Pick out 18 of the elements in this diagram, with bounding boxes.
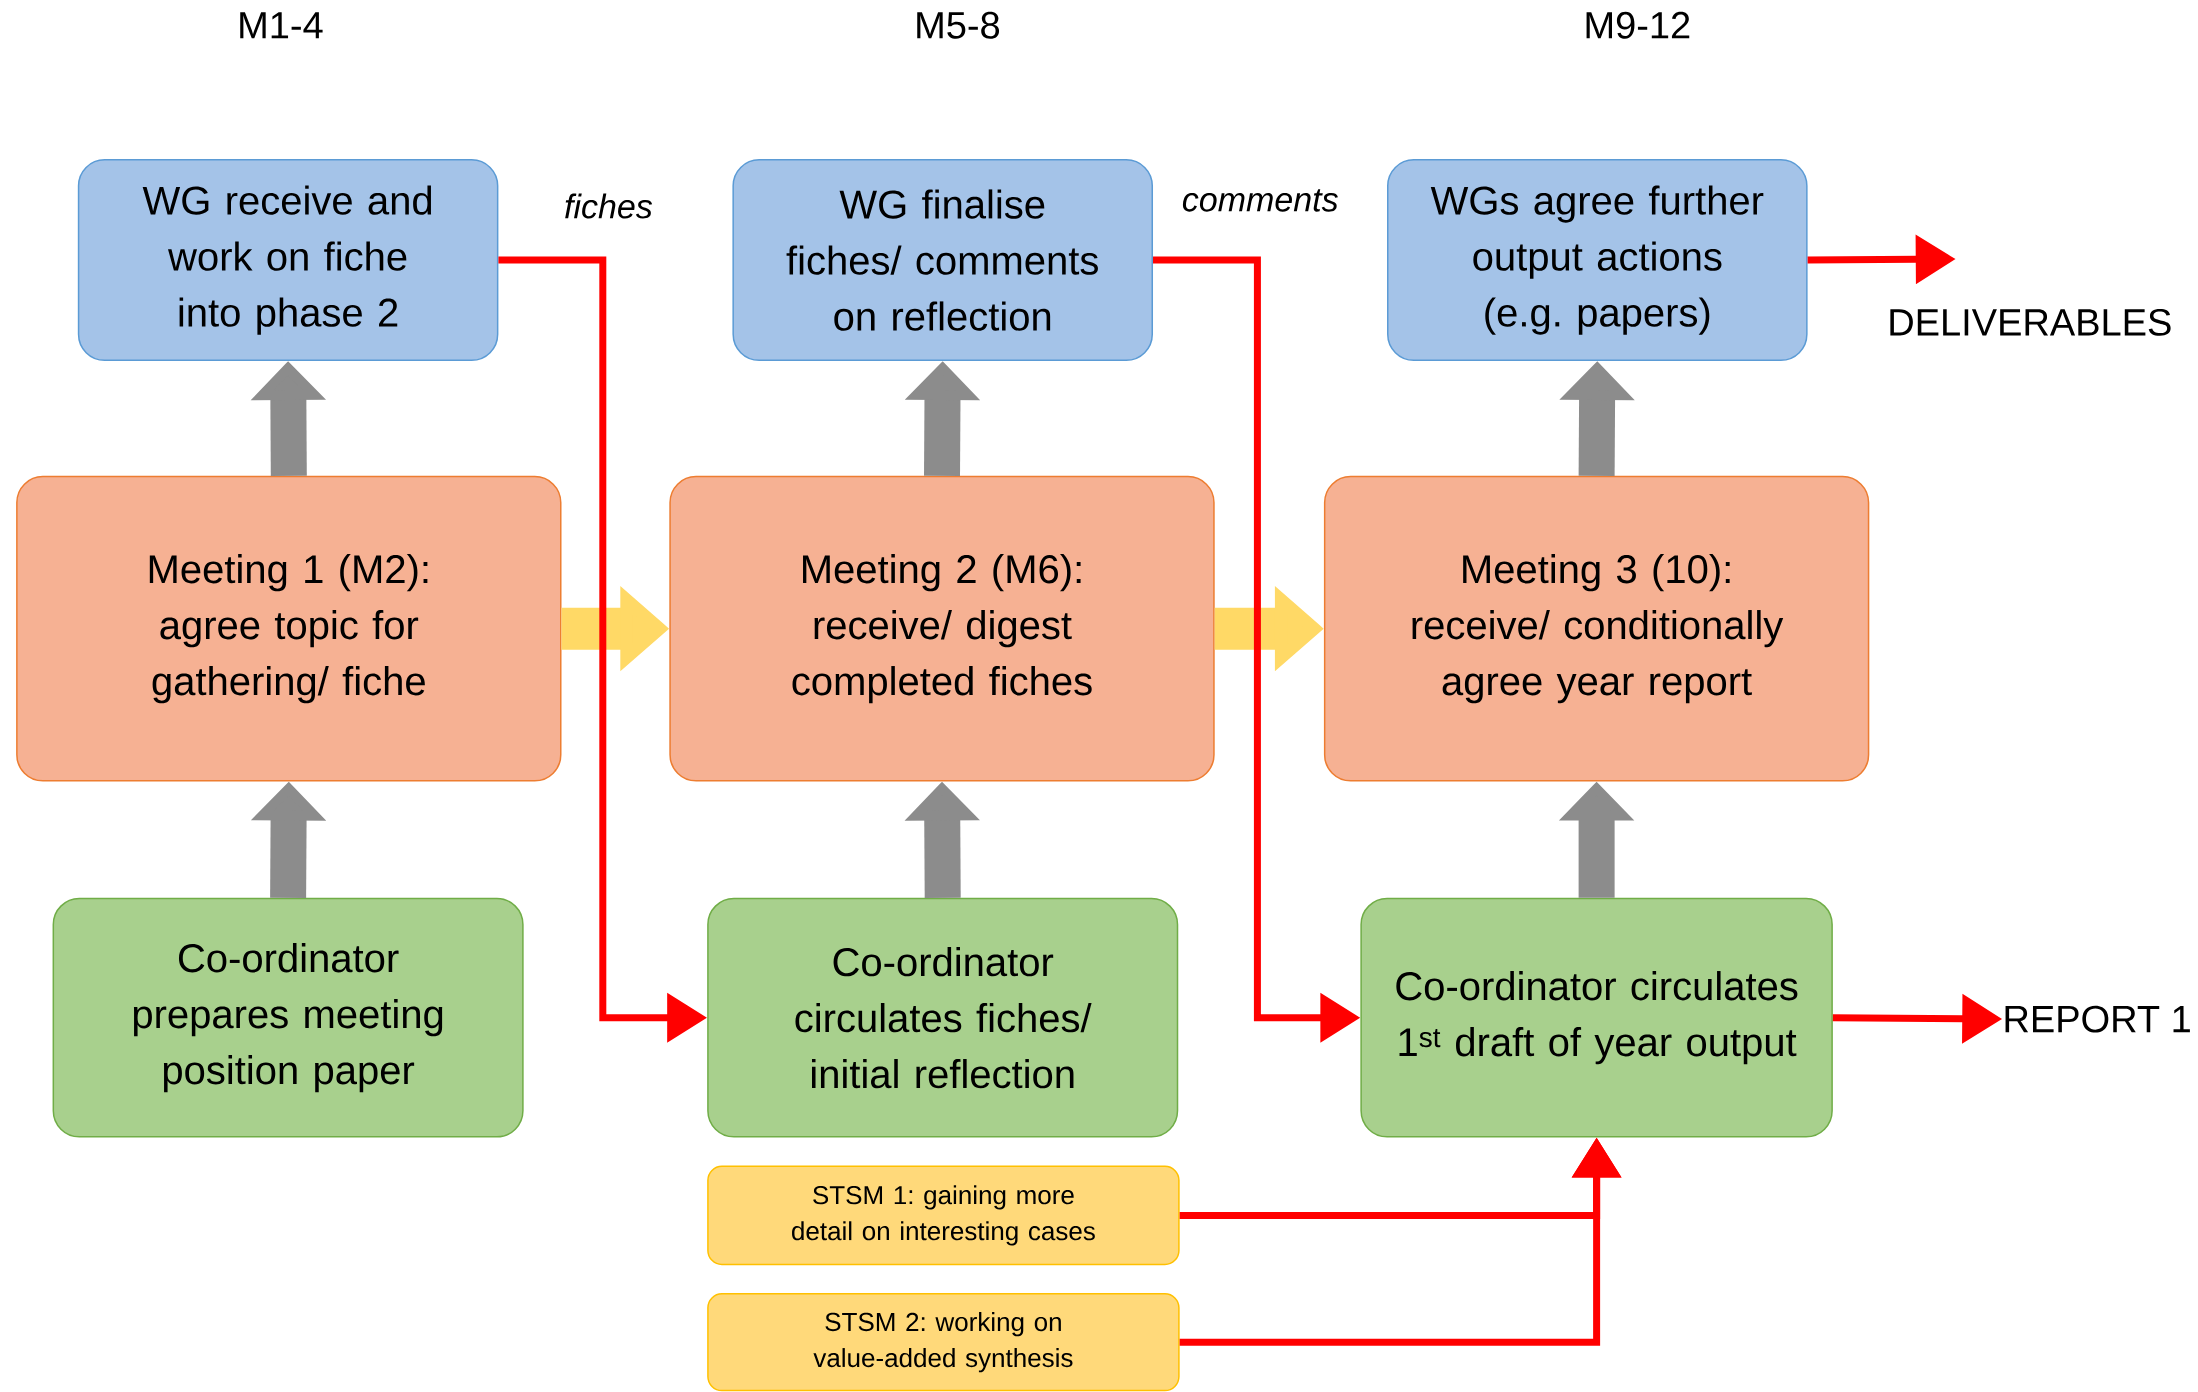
output-label: REPORT 1 (2005, 1005, 2190, 1033)
edge-label: fiches (562, 191, 655, 221)
column-heading: M5-8 (917, 11, 1000, 39)
edge-label: comments (1179, 187, 1341, 214)
process-box: Co-ordinator prepares meeting position paper (52, 897, 524, 1138)
process-box: WG finalise fiches/ comments on reflection (732, 159, 1153, 362)
process-box: WG receive and work on fiche into phase 2 (77, 159, 499, 362)
process-box: Meeting 1 (M2): agree topic for gathering/ fiche (16, 475, 562, 782)
process-box: WGs agree further output actions (e.g. papers) (1387, 159, 1808, 362)
process-box: STSM 2: working on value-added synthesis (707, 1293, 1180, 1392)
process-box: Co-ordinator circulates fiches/ initial reflection (707, 897, 1179, 1138)
process-box: Co-ordinator circulates 1$^{st}$ draft of year output (1360, 897, 1833, 1138)
column-heading: M9-12 (1586, 11, 1690, 39)
column-heading: M1-4 (240, 12, 323, 39)
output-label: DELIVERABLES (1890, 308, 2171, 336)
process-box: Meeting 2 (M6): receive/ digest completed fiches (669, 475, 1215, 782)
process-box: Meeting 3 (10): receive/ conditionally agree year report (1323, 475, 1870, 782)
process-box: STSM 1: gaining more detail on interesting cases (707, 1165, 1180, 1266)
